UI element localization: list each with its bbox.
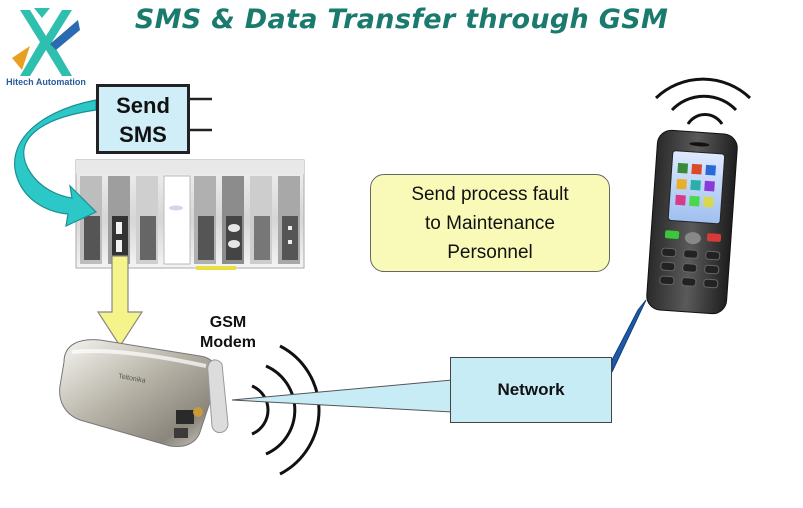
fault-line1: Send process fault [411,184,569,205]
gsm-label-line2: Modem [200,334,256,351]
phone-signal-waves-icon [654,77,752,125]
network-phone-link [611,299,647,373]
fault-message-box: Send process fault to Maintenance Person… [370,174,610,272]
logo-text: Hitech Automation [6,77,86,87]
fault-line3: Personnel [447,242,533,263]
mobile-phone-image [646,129,738,315]
svg-text:Teltonika: Teltonika [118,373,147,385]
gsm-label-line1: GSM [209,314,247,331]
send-sms-line2: SMS [119,122,167,147]
plc-rack-image [75,159,305,270]
gsm-modem-image: Teltonika [59,339,229,447]
send-sms-line1: Send [116,93,170,118]
modem-signal-waves-icon [251,344,321,476]
fault-line2: to Maintenance [425,213,555,234]
hitech-logo-icon [12,8,80,76]
teal-curved-arrow [14,99,98,228]
network-label: Network [497,380,565,399]
gsm-modem-label: GSM Modem [188,313,268,353]
page-title: SMS & Data Transfer through GSM [134,4,669,35]
network-box: Network [450,357,612,423]
yellow-down-arrow [96,255,144,348]
send-sms-box: Send SMS [96,84,190,154]
